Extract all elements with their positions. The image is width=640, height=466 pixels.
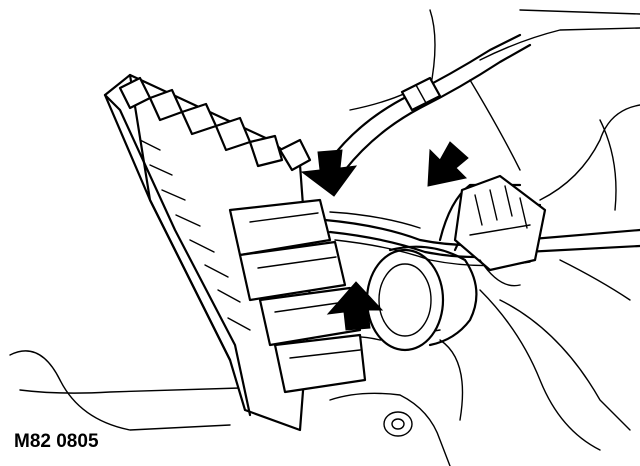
arrow-down-icon <box>300 149 358 197</box>
harness-connector <box>365 245 478 352</box>
multipin-plug <box>453 174 547 287</box>
connector-block <box>103 73 367 432</box>
upper-cable <box>328 33 532 172</box>
arrow-up-icon <box>326 281 384 331</box>
arrow-down-left-icon <box>427 141 469 187</box>
figure-reference-number: M82 0805 <box>14 431 99 452</box>
